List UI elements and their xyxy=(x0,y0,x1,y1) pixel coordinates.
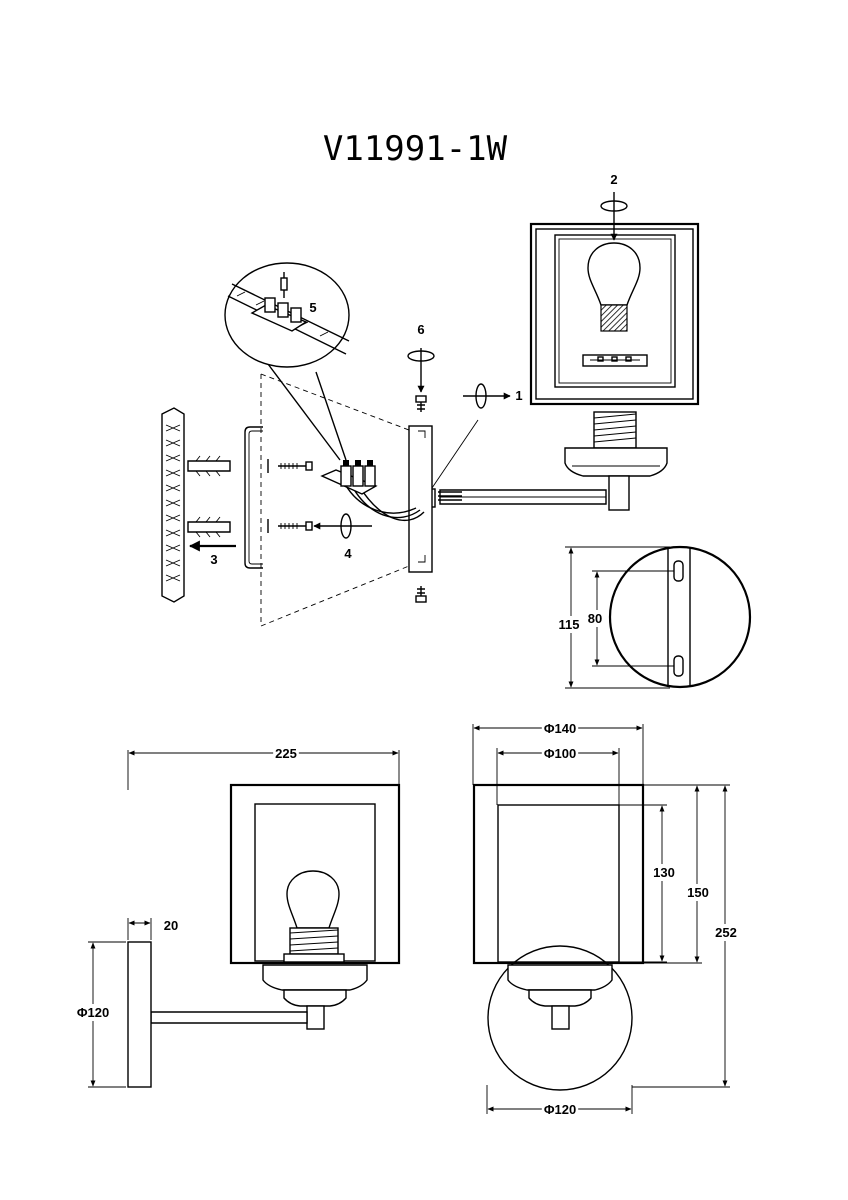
rotate-arrow-icon xyxy=(600,192,628,241)
screw-icon xyxy=(415,586,427,603)
dim-label-backing xyxy=(541,720,579,737)
dim-label-backing xyxy=(74,1004,112,1021)
rotate-arrow-icon xyxy=(313,513,372,539)
dim-hole-spacing: 80 xyxy=(588,611,602,626)
front-view: Φ140 Φ100 130 150 252 Φ120 xyxy=(472,720,739,1118)
step-1-label: 1 xyxy=(515,388,522,403)
side-view: 225 20 Φ120 xyxy=(74,745,401,1088)
bulb-icon xyxy=(587,242,641,332)
dim-shade-outer: Φ140 xyxy=(544,721,576,736)
rotate-arrow-icon xyxy=(463,383,511,409)
mounting-assembly-view: 6 1 4 xyxy=(161,322,607,627)
screw-icon xyxy=(278,521,313,531)
screw-icon xyxy=(415,395,427,412)
step-2-label: 2 xyxy=(610,172,617,187)
dim-shade-height: 150 xyxy=(687,885,709,900)
mounting-plate-detail: 115 80 xyxy=(556,545,752,689)
dim-label-backing xyxy=(556,616,582,633)
dim-label-backing xyxy=(713,924,739,941)
dim-glass-height: 130 xyxy=(653,865,675,880)
drawing-title: V11991-1W xyxy=(323,129,508,169)
dim-label-backing xyxy=(273,745,299,762)
step-5-label: 5 xyxy=(309,300,316,315)
shade-assembly-view: 2 xyxy=(529,172,700,511)
wall-anchor-icon xyxy=(187,455,231,477)
dim-plate-thickness: 20 xyxy=(164,918,178,933)
terminal-block-icon xyxy=(320,460,378,495)
dim-total-height: 252 xyxy=(715,925,737,940)
screw-icon xyxy=(278,461,313,471)
step-4-label: 4 xyxy=(344,546,352,561)
rotate-arrow-icon xyxy=(407,348,435,393)
wiring-detail-bubble: 5 xyxy=(224,262,350,461)
dim-mount-height: 115 xyxy=(559,617,580,632)
dim-label-backing xyxy=(685,884,711,901)
dim-label-backing xyxy=(651,864,677,881)
dim-base-diameter: Φ120 xyxy=(544,1102,576,1117)
dim-label-backing xyxy=(541,1101,579,1118)
dim-label-backing xyxy=(541,745,579,762)
step-6-label: 6 xyxy=(417,322,424,337)
dim-label-backing xyxy=(161,917,181,934)
dim-shade-inner: Φ100 xyxy=(544,746,576,761)
dim-depth: 225 xyxy=(275,746,297,761)
dim-label-backing xyxy=(585,610,605,627)
dim-plate-diameter: Φ120 xyxy=(77,1005,109,1020)
wall-anchor-icon xyxy=(187,516,231,538)
step-3-label: 3 xyxy=(210,552,217,567)
